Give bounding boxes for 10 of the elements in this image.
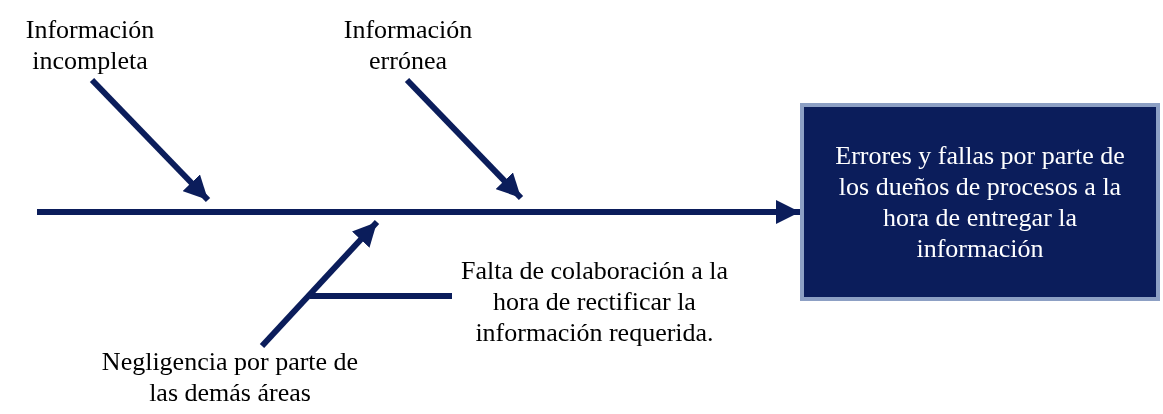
effect-box: Errores y fallas por parte de los dueños de procesos a la hora de entregar la información (800, 103, 1160, 301)
cause-label: Información errónea (318, 14, 498, 80)
arrow (89, 77, 211, 203)
cause-label: Negligencia por parte de las demás áreas (95, 346, 365, 412)
cause-label: Información incompleta (0, 14, 180, 80)
cause-label: Falta de colaboración a la hora de rectificar la información requerida. (452, 255, 737, 385)
arrow (259, 219, 380, 349)
line (310, 293, 452, 299)
arrow (37, 200, 800, 224)
arrow (404, 77, 524, 201)
